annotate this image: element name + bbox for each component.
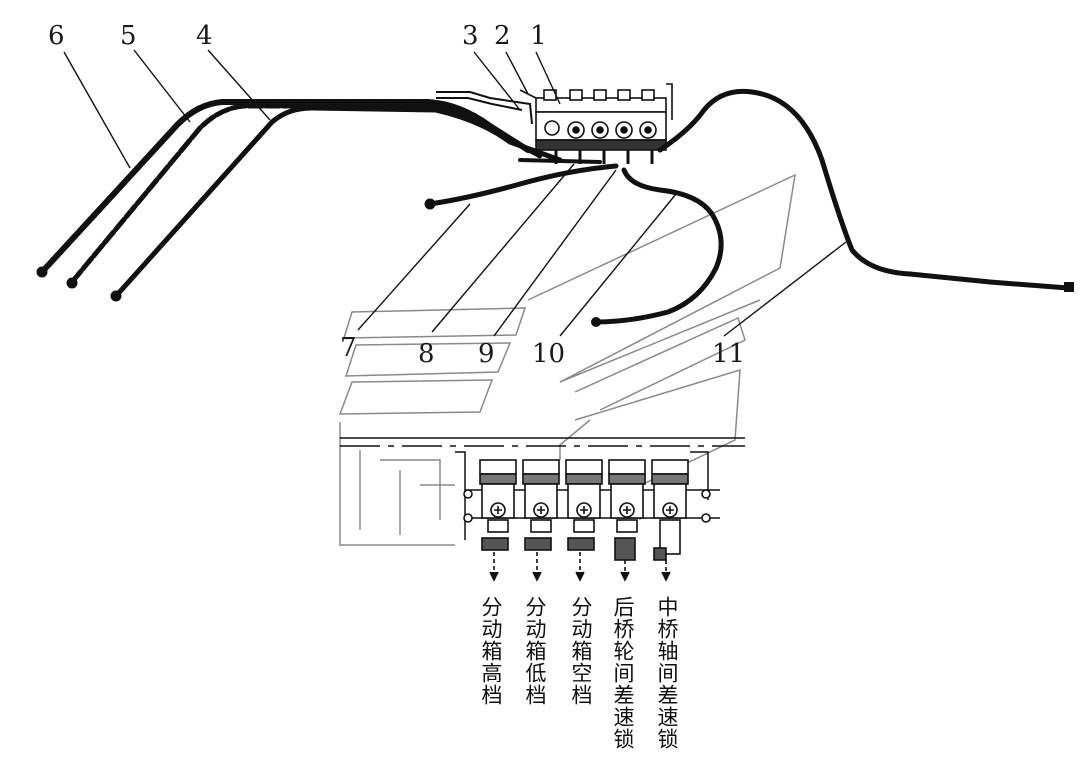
callout-11: 11 (712, 339, 745, 369)
hose-6 (39, 99, 531, 275)
valve-block-1 (519, 83, 673, 164)
callout-8: 8 (418, 339, 435, 369)
callout-9: 9 (478, 339, 495, 369)
hose-10-end (591, 317, 601, 327)
hose-5 (69, 103, 543, 285)
hose-10 (593, 167, 724, 325)
hoses-7-8-9 (424, 158, 619, 210)
hose-11 (657, 88, 1071, 291)
solenoid-valve (565, 459, 603, 582)
label-transfer-case-high: 分动箱高档 (479, 596, 503, 706)
callout-5: 5 (120, 21, 137, 51)
valve-block-detail (463, 459, 711, 582)
solenoid-valve (651, 459, 689, 582)
callout-numbers: 1 2 3 4 5 6 7 8 9 10 11 (48, 21, 745, 369)
callout-10: 10 (532, 339, 565, 369)
leader-lines (63, 49, 847, 337)
callout-1: 1 (530, 21, 547, 51)
hose-11-end (1064, 282, 1074, 292)
label-transfer-case-neutral: 分动箱空档 (569, 596, 593, 706)
bracket-3 (436, 91, 533, 125)
solenoid-valve (479, 459, 517, 582)
label-middle-axle-diff-lock: 中桥轴间差速锁 (655, 596, 679, 750)
air-hoses-left (36, 99, 563, 302)
label-transfer-case-low: 分动箱低档 (523, 596, 547, 706)
solenoid-valve (608, 459, 646, 582)
callout-3: 3 (462, 21, 479, 51)
callout-4: 4 (196, 21, 213, 51)
solenoid-valve (522, 459, 560, 582)
callout-7: 7 (340, 333, 357, 363)
hose-7 (427, 163, 619, 207)
hose-4 (113, 105, 563, 299)
callout-6: 6 (48, 21, 65, 51)
callout-2: 2 (494, 21, 511, 51)
label-rear-axle-diff-lock: 后桥轮间差速锁 (611, 596, 635, 750)
